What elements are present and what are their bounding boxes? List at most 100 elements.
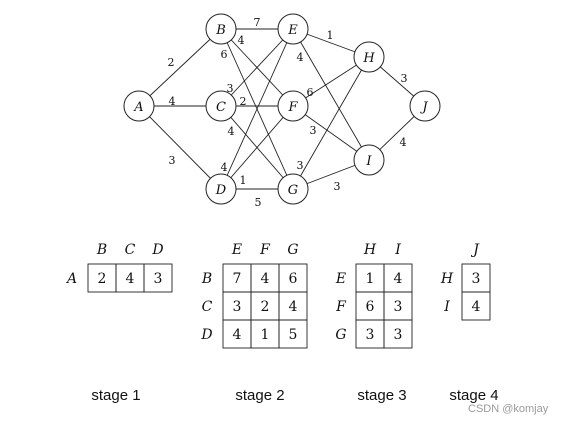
node-circle <box>205 173 237 205</box>
table-cell: 1 <box>261 327 270 343</box>
edge-D-E <box>220 28 294 190</box>
node-F: F <box>277 90 309 122</box>
edge-A-D <box>138 105 222 190</box>
edge-A-B <box>138 28 222 107</box>
node-circle <box>205 90 237 122</box>
node-circle <box>205 13 237 45</box>
node-B: B <box>205 13 237 45</box>
edge-E-I <box>292 28 370 161</box>
node-label: B <box>215 23 226 38</box>
node-H: H <box>353 41 385 73</box>
node-label: I <box>365 154 372 169</box>
stage-4-cost-table: JH 3I 4 <box>440 242 491 321</box>
row-header: A <box>65 271 77 287</box>
weight-B-F: 4 <box>238 34 245 47</box>
table-cell-border <box>461 291 491 321</box>
table-cell: 3 <box>233 299 242 315</box>
table-cell: 3 <box>394 299 403 315</box>
table-cell: 6 <box>289 271 298 287</box>
table-cell: 7 <box>233 271 242 287</box>
edge-C-E <box>220 28 294 107</box>
node-C: C <box>205 90 237 122</box>
column-header: C <box>125 242 136 258</box>
column-header: F <box>259 242 271 258</box>
column-header: I <box>394 242 401 258</box>
row-header: E <box>335 271 346 287</box>
table-cell: 3 <box>366 327 375 343</box>
weight-F-H: 6 <box>307 86 314 99</box>
watermark: CSDN @komjay <box>468 403 549 415</box>
table-cell-border <box>278 319 308 349</box>
node-I: I <box>353 144 385 176</box>
node-label: E <box>287 23 298 38</box>
table-cell: 5 <box>289 327 298 343</box>
table-cell: 4 <box>472 299 481 315</box>
weight-C-F: 2 <box>240 95 247 108</box>
weight-D-F: 1 <box>240 174 247 187</box>
weight-E-H: 1 <box>327 29 334 42</box>
node-label: F <box>287 100 298 115</box>
column-header: D <box>151 242 163 258</box>
node-label: D <box>215 183 227 198</box>
node-circle <box>277 13 309 45</box>
weight-D-G: 5 <box>255 196 262 209</box>
node-circle <box>277 90 309 122</box>
table-cell: 4 <box>394 271 403 287</box>
edge-D-F <box>220 105 294 190</box>
table-cell: 3 <box>154 271 163 287</box>
table-cell-border <box>383 319 413 349</box>
column-header: G <box>287 242 298 258</box>
table-cell-border <box>143 263 173 293</box>
node-circle <box>353 144 385 176</box>
row-header: G <box>335 327 346 343</box>
column-header: B <box>96 242 107 258</box>
row-header: H <box>440 271 454 287</box>
stage-label: stage 3 <box>357 387 406 404</box>
stage-labels: stage 1 stage 2 stage 3 stage 4 <box>91 387 498 404</box>
weight-G-H: 3 <box>297 159 304 172</box>
node-J: J <box>409 90 441 122</box>
node-label: C <box>216 100 226 115</box>
edge-G-H <box>292 56 370 190</box>
table-cell: 3 <box>394 327 403 343</box>
table-cell: 2 <box>98 271 107 287</box>
edge-F-I <box>292 105 370 161</box>
node-circle <box>277 173 309 205</box>
node-label: H <box>362 51 375 66</box>
weight-D-E: 4 <box>221 161 228 174</box>
stage-label: stage 2 <box>235 387 284 404</box>
table-cell: 4 <box>126 271 135 287</box>
weight-E-I: 4 <box>297 51 304 64</box>
column-header: J <box>470 242 480 258</box>
table-cell: 3 <box>472 271 481 287</box>
row-header: C <box>202 299 213 315</box>
node-label: G <box>288 183 298 198</box>
stage-label: stage 1 <box>91 387 140 404</box>
weight-I-J: 4 <box>400 136 407 149</box>
weight-A-C: 4 <box>169 95 176 108</box>
node-E: E <box>277 13 309 45</box>
row-header: D <box>200 327 212 343</box>
stage-label: stage 4 <box>449 387 498 404</box>
node-G: G <box>277 173 309 205</box>
column-header: E <box>231 242 242 258</box>
table-cell: 2 <box>261 299 270 315</box>
weight-B-E: 7 <box>254 16 261 29</box>
node-circle <box>409 90 441 122</box>
node-D: D <box>205 173 237 205</box>
weight-C-E: 3 <box>227 82 234 95</box>
weight-A-B: 2 <box>168 56 175 69</box>
table-cell: 4 <box>261 271 270 287</box>
node-circle <box>353 41 385 73</box>
row-header: I <box>443 299 450 315</box>
weight-F-I: 3 <box>310 124 317 137</box>
row-header: F <box>335 299 347 315</box>
weight-G-I: 3 <box>334 180 341 193</box>
table-cell: 1 <box>366 271 375 287</box>
node-circle <box>123 90 155 122</box>
node-label: A <box>133 100 143 115</box>
